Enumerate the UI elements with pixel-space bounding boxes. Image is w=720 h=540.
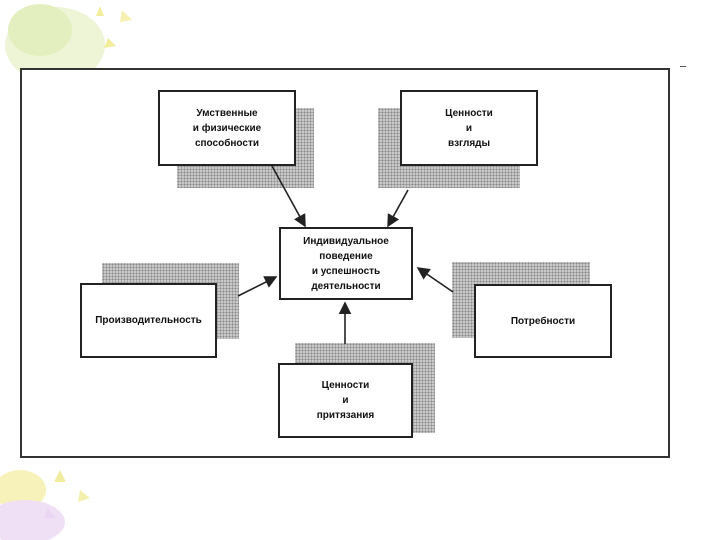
box-values-aspirations: Ценности и притязания — [278, 363, 413, 438]
decorative-flower-bottom-left — [0, 470, 90, 540]
box-line: взгляды — [447, 137, 491, 149]
box-mental-physical-abilities: Умственные и физические способности — [158, 90, 296, 166]
box-line: Индивидуальное — [303, 235, 389, 247]
box-individual-behavior: Индивидуальное поведение и успешность де… — [279, 227, 413, 300]
arrow-left — [237, 276, 278, 297]
box-productivity: Производительность — [80, 283, 217, 358]
box-line: и успешность — [311, 265, 381, 277]
page-mark — [680, 66, 686, 67]
box-line: притязания — [316, 410, 375, 421]
box-line: поведение — [319, 250, 373, 262]
box-line: Ценности — [321, 380, 370, 391]
decorative-flower-top-left — [5, 4, 132, 80]
box-line: Ценности — [445, 107, 493, 119]
box-line: деятельности — [311, 280, 381, 292]
box-line: и — [465, 122, 473, 134]
box-line: Потребности — [510, 315, 576, 327]
box-line: и — [342, 395, 349, 406]
box-line: и физические — [192, 122, 262, 134]
arrow-top-left — [271, 165, 306, 228]
box-line: способности — [194, 137, 260, 149]
box-line: Умственные — [196, 107, 258, 119]
arrow-top-right — [387, 189, 409, 228]
box-values-views: Ценности и взгляды — [400, 90, 538, 166]
box-line: Производительность — [95, 315, 202, 326]
box-needs: Потребности — [474, 284, 612, 358]
arrow-right — [416, 267, 454, 293]
